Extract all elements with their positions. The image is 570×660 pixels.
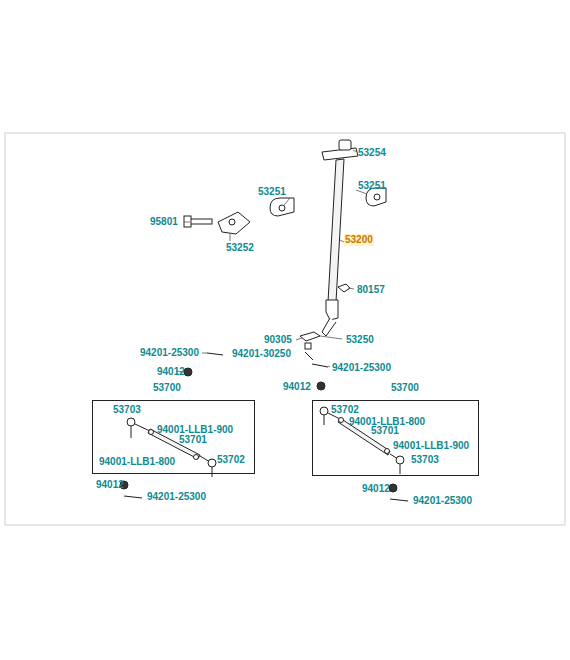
callout-number: 53702 bbox=[217, 454, 245, 466]
assembly-box: 537005370394001-LLB1-9005370194001-LLB1-… bbox=[92, 400, 255, 474]
callout-number: 53701 bbox=[179, 434, 207, 446]
assembly-box: 537005370294001-LLB1-8005370194001-LLB1-… bbox=[312, 400, 479, 476]
callout-number: 94201-30250 bbox=[232, 348, 291, 360]
frame bbox=[5, 133, 565, 525]
callout-number: 94001-LLB1-900 bbox=[393, 440, 469, 452]
callout-number: 94012 bbox=[157, 366, 185, 378]
callout-number: 80157 bbox=[357, 284, 385, 296]
callout-number: 53251 bbox=[358, 180, 386, 192]
callout-number: 94012 bbox=[283, 381, 311, 393]
callout-number: 53200 bbox=[344, 234, 374, 246]
callout-number: 94012 bbox=[96, 479, 124, 491]
callout-number: 53250 bbox=[346, 334, 374, 346]
callout-number: 94201-25300 bbox=[147, 491, 206, 503]
callout-number: 53252 bbox=[226, 242, 254, 254]
callout-number: 53254 bbox=[358, 147, 386, 159]
callout-number: 53702 bbox=[331, 404, 359, 416]
callout-number: 53701 bbox=[371, 425, 399, 437]
callout-number: 53703 bbox=[113, 404, 141, 416]
callout-number: 94201-25300 bbox=[332, 362, 391, 374]
callout-number: 90305 bbox=[264, 334, 292, 346]
callout-number: 95801 bbox=[150, 216, 178, 228]
callout-number: 94201-25300 bbox=[413, 495, 472, 507]
callout-number: 53703 bbox=[411, 454, 439, 466]
callout-number: 94012 bbox=[362, 483, 390, 495]
assembly-number: 53700 bbox=[153, 382, 181, 394]
callout-number: 94001-LLB1-800 bbox=[99, 456, 175, 468]
assembly-number: 53700 bbox=[391, 382, 419, 394]
callout-number: 53251 bbox=[258, 186, 286, 198]
callout-number: 94201-25300 bbox=[140, 347, 199, 359]
